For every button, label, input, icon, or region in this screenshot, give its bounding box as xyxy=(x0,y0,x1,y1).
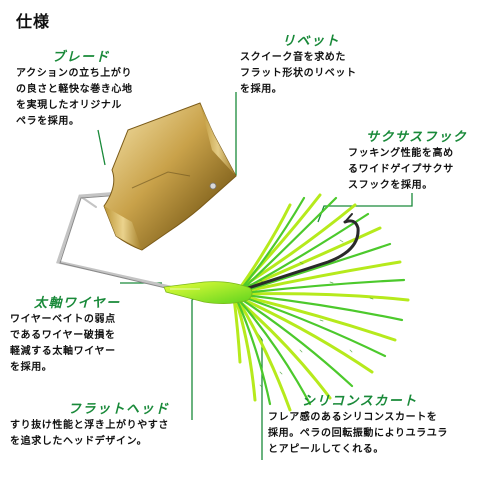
leader-hook xyxy=(317,193,413,223)
skirt-description: フレア感のあるシリコンスカートを 採用。ペラの回転振動によりユラユラ とアピール… xyxy=(268,410,448,458)
blade-heading-wrap: ブレード xyxy=(52,46,110,65)
head-description: すり抜け性能と浮き上がりやすさ を追求したヘッドデザイン。 xyxy=(10,418,169,450)
wire-description: ワイヤーベイトの弱点 であるワイヤー破損を 軽減する太軸ワイヤー を採用。 xyxy=(10,312,116,376)
head-line: すり抜け性能と浮き上がりやすさ xyxy=(10,420,169,431)
skirt-line: とアピールしてくれる。 xyxy=(268,444,384,455)
leader-blade xyxy=(97,129,106,166)
hook-heading-wrap: サクサスフック xyxy=(366,126,467,145)
blade-line: アクションの立ち上がり xyxy=(16,68,133,79)
wire-line: であるワイヤー破損を xyxy=(10,330,116,341)
rivet-heading-wrap: リベット xyxy=(282,30,340,49)
page-title: 仕様 xyxy=(16,12,51,31)
blade-description: アクションの立ち上がり の良さと軽快な巻き心地 を実現したオリジナル ペラを採用… xyxy=(16,66,133,130)
wire-line: を採用。 xyxy=(10,362,53,373)
skirt-heading: シリコンスカート xyxy=(302,394,418,409)
head-heading-wrap: フラットヘッド xyxy=(68,398,170,417)
hook-line: スフックを採用。 xyxy=(348,180,433,191)
skirt-line: フレア感のあるシリコンスカートを xyxy=(268,412,438,423)
blade xyxy=(103,102,237,251)
wire-line: ワイヤーベイトの弱点 xyxy=(10,314,116,325)
rivet-line: スクイーク音を求めた xyxy=(240,52,346,63)
flat-head xyxy=(163,281,253,304)
head-line: を追求したヘッドデザイン。 xyxy=(10,436,148,447)
skirt-line: 採用。ペラの回転振動によりユラユラ xyxy=(268,428,448,439)
rivet-heading: リベット xyxy=(282,34,341,49)
leader-head xyxy=(191,291,205,420)
blade-line: を実現したオリジナル xyxy=(16,100,122,111)
hook-line: フッキング性能を高め xyxy=(348,148,454,159)
hook-description: フッキング性能を高め るワイドゲイプサクサ スフックを採用。 xyxy=(348,146,454,194)
hook xyxy=(234,213,360,294)
silicone-skirt xyxy=(232,193,410,412)
wire-heading: 太軸ワイヤー xyxy=(34,296,121,311)
blade-line: ペラを採用。 xyxy=(16,116,80,127)
wire-line: 軽減する太軸ワイヤー xyxy=(10,346,116,357)
rivet-description: スクイーク音を求めた フラット形状のリベット を採用。 xyxy=(240,50,357,98)
blade-line: の良さと軽快な巻き心地 xyxy=(16,84,133,95)
skirt-heading-wrap: シリコンスカート xyxy=(302,390,418,409)
rivet-line: を採用。 xyxy=(240,84,283,95)
rivet-line: フラット形状のリベット xyxy=(240,68,357,79)
hook-heading: サクサスフック xyxy=(366,130,468,145)
wire-heading-wrap: 太軸ワイヤー xyxy=(34,292,121,311)
hook-line: るワイドゲイプサクサ xyxy=(348,164,454,175)
head-heading: フラットヘッド xyxy=(68,402,170,417)
blade-heading: ブレード xyxy=(52,50,111,65)
